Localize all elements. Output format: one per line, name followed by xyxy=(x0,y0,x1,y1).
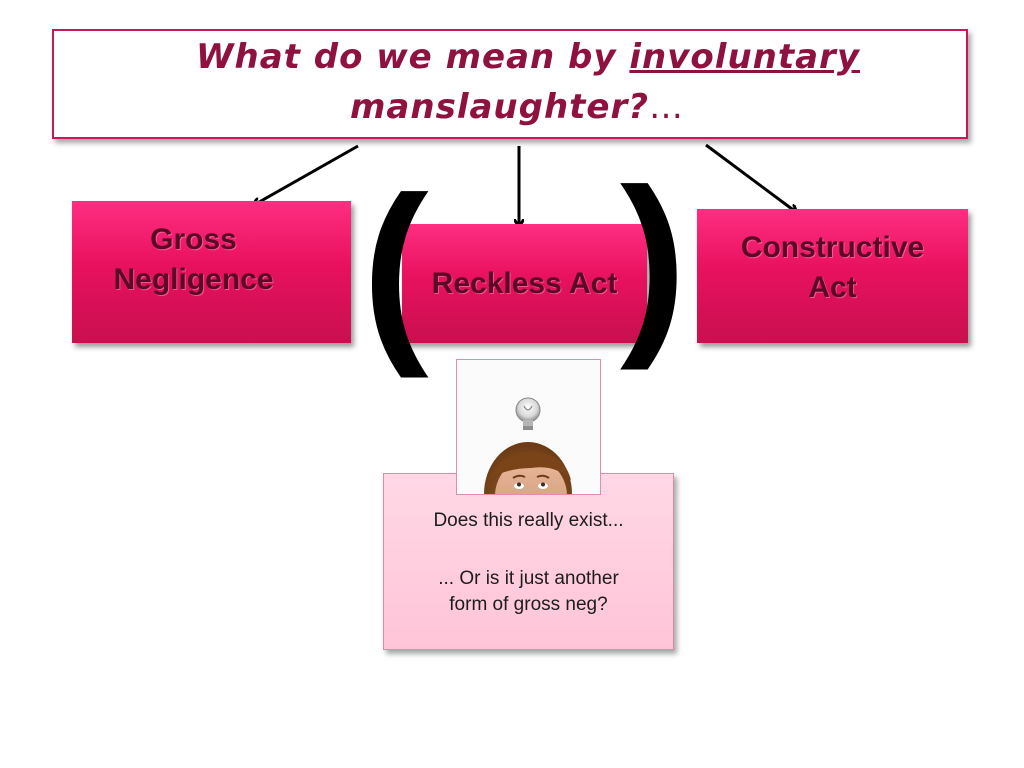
title-line-1: What do we mean by involuntary xyxy=(196,37,860,77)
title-box: What do we mean by involuntary manslaugh… xyxy=(52,29,968,139)
note-line-2: ... Or is it just another xyxy=(438,568,619,589)
reckless-act-label: Reckless Act xyxy=(431,266,618,300)
lightbulb-icon xyxy=(515,397,541,430)
arrow-to-constructive xyxy=(705,143,796,212)
constructive-act-label: Constructive Act xyxy=(740,231,925,304)
title-part-1: What do we mean by xyxy=(196,37,630,77)
left-parenthesis: ( xyxy=(362,156,429,379)
reckless-act-box: Reckless Act xyxy=(402,224,647,343)
man-head xyxy=(484,442,572,494)
note-box: Does this really exist... ... Or is it j… xyxy=(383,473,674,650)
gross-negligence-label: Gross Negligence xyxy=(113,223,274,296)
right-parenthesis: ) xyxy=(620,148,687,371)
note-line-1: Does this really exist... xyxy=(433,510,624,531)
gross-negligence-box: Gross Negligence xyxy=(72,201,351,343)
arrow-to-gross xyxy=(254,144,359,205)
title-line-2: manslaughter?… xyxy=(350,87,684,127)
man-with-lightbulb-photo xyxy=(456,359,601,495)
note-line-3: form of gross neg? xyxy=(449,594,608,615)
photo-illustration xyxy=(484,397,572,494)
title-part-2: manslaughter? xyxy=(350,87,649,127)
constructive-act-box: Constructive Act xyxy=(697,209,968,343)
title-ellipsis: … xyxy=(648,87,684,127)
title-underlined-word: involuntary xyxy=(629,37,860,77)
